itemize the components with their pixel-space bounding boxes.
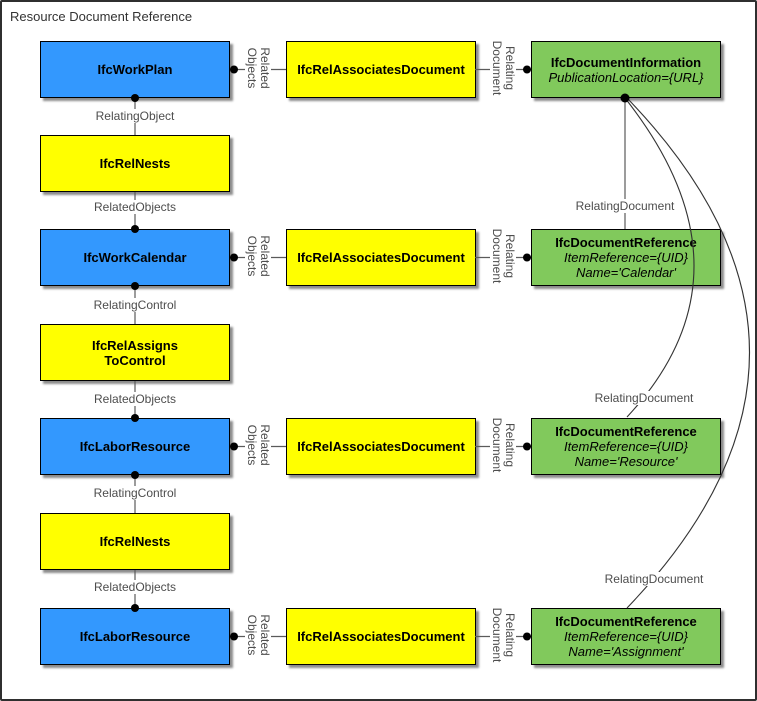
node-label-line1: IfcRelAssigns xyxy=(92,337,178,353)
node-ifcdocumentreference-resource: IfcDocumentReference ItemReference={UID}… xyxy=(531,418,721,475)
diagram-title: Resource Document Reference xyxy=(10,9,193,24)
node-attribute: Name='Assignment' xyxy=(568,644,684,659)
edge-label-relating-document-1: RelatingDocument xyxy=(572,199,678,213)
dot-laborresource1-right xyxy=(230,442,238,451)
node-label-line2: ToControl xyxy=(104,352,166,368)
vlabel-line2: Document xyxy=(490,607,504,663)
dot-docref-resource-left xyxy=(523,442,531,451)
node-ifcrelnests-1: IfcRelNests xyxy=(40,135,230,192)
edge-label-relating-control-2: RelatingControl xyxy=(90,486,180,500)
node-ifcdocumentreference-calendar: IfcDocumentReference ItemReference={UID}… xyxy=(531,229,721,286)
vlabel-line1: Relating xyxy=(503,612,517,658)
node-ifcrelassociatesdocument-1: IfcRelAssociatesDocument xyxy=(286,41,476,98)
vlabel-line2: Objects xyxy=(245,614,259,656)
vlabel-line1: Related xyxy=(258,424,272,466)
edge-label-related-objects-2: RelatedObjects xyxy=(90,392,180,406)
dot-workcalendar-right xyxy=(230,253,238,262)
node-label: IfcRelNests xyxy=(99,156,171,171)
vlabel-line2: Objects xyxy=(245,424,259,466)
dot-docref-calendar-left xyxy=(523,253,531,262)
node-attribute: ItemReference={UID} xyxy=(564,250,688,265)
edge-label-relating-document-vertical-row1: Relating Document xyxy=(490,28,517,108)
node-attribute: Name='Resource' xyxy=(574,454,678,469)
curve-docinfo-docref-assignment xyxy=(626,97,751,609)
node-title: IfcDocumentReference xyxy=(555,235,697,250)
node-label: IfcWorkCalendar xyxy=(83,250,187,265)
node-attribute: Name='Calendar' xyxy=(576,265,676,280)
node-ifcdocumentreference-assignment: IfcDocumentReference ItemReference={UID}… xyxy=(531,608,721,665)
vlabel-line2: Document xyxy=(490,40,504,96)
node-ifcrelassignstocontrol: IfcRelAssigns ToControl xyxy=(40,324,230,381)
edge-label-relating-control-1: RelatingControl xyxy=(90,298,180,312)
edge-label-relating-object: RelatingObject xyxy=(92,109,178,123)
node-ifcworkcalendar: IfcWorkCalendar xyxy=(40,229,230,286)
node-attribute: ItemReference={UID} xyxy=(564,439,688,454)
node-title: IfcDocumentReference xyxy=(555,614,697,629)
node-ifcrelassociatesdocument-4: IfcRelAssociatesDocument xyxy=(286,608,476,665)
node-attribute: PublicationLocation={URL} xyxy=(548,69,704,85)
node-ifcdocumentinformation: IfcDocumentInformation PublicationLocati… xyxy=(531,41,721,98)
edge-label-relating-document-vertical-row3: Relating Document xyxy=(490,405,517,485)
vlabel-line1: Relating xyxy=(503,45,517,91)
vlabel-line1: Relating xyxy=(503,422,517,468)
node-ifcrelassociatesdocument-2: IfcRelAssociatesDocument xyxy=(286,229,476,286)
edge-label-relating-document-vertical-row4: Relating Document xyxy=(490,595,517,675)
vlabel-line2: Document xyxy=(490,228,504,284)
node-title: IfcDocumentReference xyxy=(555,424,697,439)
vlabel-line1: Related xyxy=(258,614,272,656)
dot-docinfo-left xyxy=(523,65,531,74)
curved-connectors xyxy=(624,97,751,609)
vlabel-line2: Document xyxy=(490,417,504,473)
edge-label-related-objects-vertical-row2: Related Objects xyxy=(245,216,272,296)
edge-label-relating-document-3: RelatingDocument xyxy=(601,572,707,586)
vlabel-line2: Objects xyxy=(245,235,259,277)
node-ifcrelnests-2: IfcRelNests xyxy=(40,513,230,570)
node-ifclaborresource-1: IfcLaborResource xyxy=(40,418,230,475)
node-title: IfcDocumentInformation xyxy=(550,54,702,70)
node-label: IfcWorkPlan xyxy=(97,62,173,77)
edge-label-relating-document-vertical-row2: Relating Document xyxy=(490,216,517,296)
dot-workplan-right xyxy=(230,65,238,74)
edge-label-relating-document-2: RelatingDocument xyxy=(591,391,697,405)
dot-laborresource2-right xyxy=(230,632,238,641)
node-label: IfcRelAssociatesDocument xyxy=(297,250,465,265)
node-label: IfcRelAssociatesDocument xyxy=(297,439,465,454)
node-label: IfcLaborResource xyxy=(79,439,191,454)
edge-label-related-objects-vertical-row3: Related Objects xyxy=(245,405,272,485)
edge-label-related-objects-vertical-row1: Related Objects xyxy=(245,28,272,108)
node-ifcrelassociatesdocument-3: IfcRelAssociatesDocument xyxy=(286,418,476,475)
edge-label-related-objects-3: RelatedObjects xyxy=(90,580,180,594)
node-label: IfcRelNests xyxy=(99,534,171,549)
node-attribute: ItemReference={UID} xyxy=(564,629,688,644)
node-ifcworkplan: IfcWorkPlan xyxy=(40,41,230,98)
node-label: IfcLaborResource xyxy=(79,629,191,644)
vlabel-line2: Objects xyxy=(245,47,259,89)
vlabel-line1: Related xyxy=(258,235,272,277)
node-ifclaborresource-2: IfcLaborResource xyxy=(40,608,230,665)
edge-label-related-objects-1: RelatedObjects xyxy=(90,200,180,214)
edge-label-related-objects-vertical-row4: Related Objects xyxy=(245,595,272,675)
node-label: IfcRelAssociatesDocument xyxy=(297,629,465,644)
dot-docref-assignment-left xyxy=(523,632,531,641)
vlabel-line1: Related xyxy=(258,47,272,89)
vlabel-line1: Relating xyxy=(503,233,517,279)
node-label: IfcRelAssociatesDocument xyxy=(297,62,465,77)
